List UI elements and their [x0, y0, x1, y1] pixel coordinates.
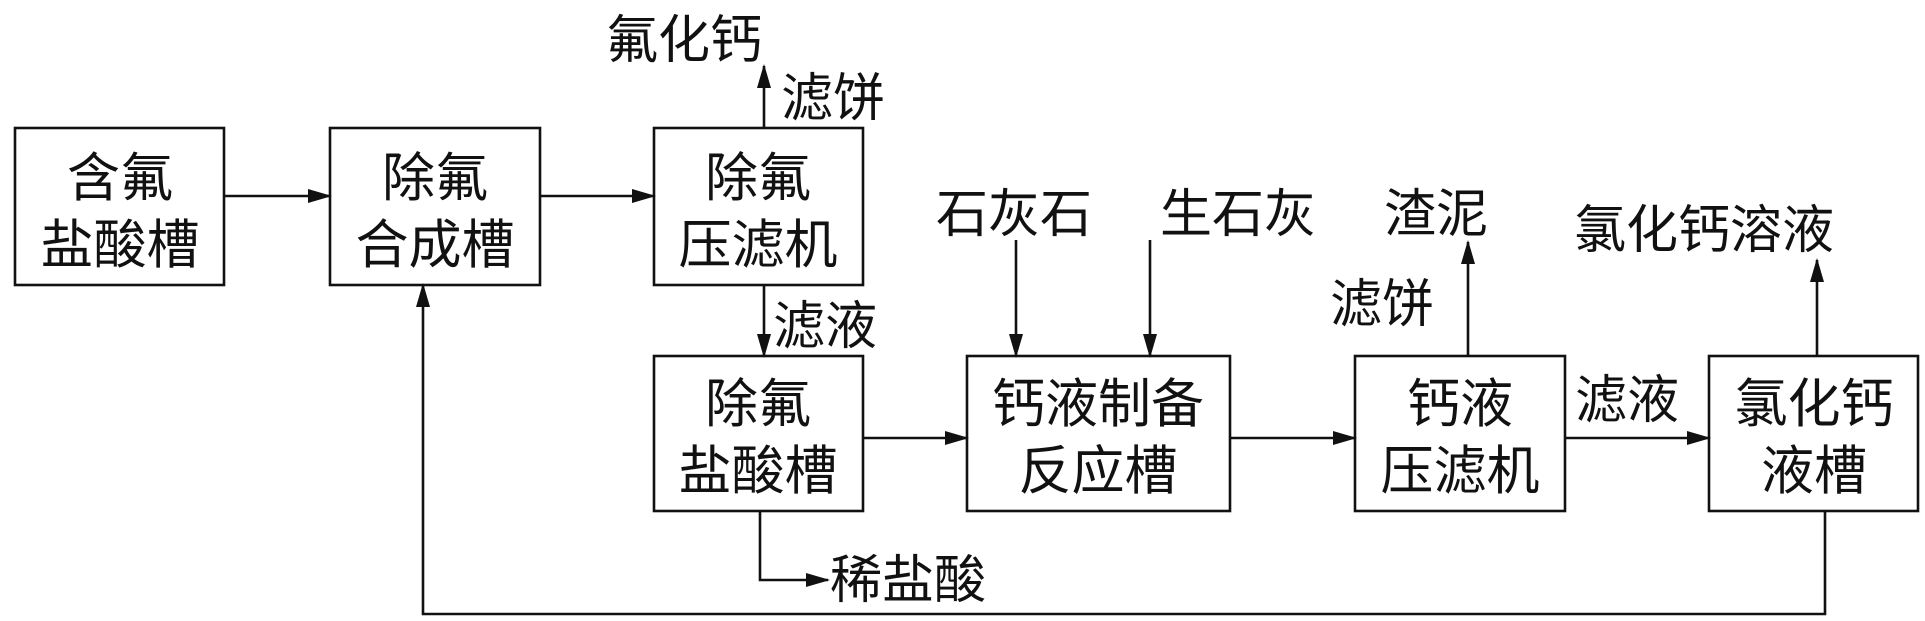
label-limestone: 石灰石: [936, 185, 1092, 245]
edge-dilute-hcl: [758, 511, 830, 587]
node-defluor-filter-press: 除氟 压滤机: [652, 126, 865, 287]
label-filter-cake-1: 滤饼: [781, 69, 885, 129]
node-label-line2: 压滤机: [679, 215, 838, 276]
label-quicklime: 生石灰: [1160, 185, 1316, 245]
node-label-line2: 压滤机: [1381, 441, 1540, 502]
node-label-line1: 除氟: [382, 148, 488, 209]
node-label-line2: 液槽: [1761, 441, 1867, 502]
node-label-line1: 含氟: [67, 148, 173, 209]
node-label-line1: 除氟: [705, 148, 811, 209]
node-defluor-acid-tank: 除氟 盐酸槽: [652, 354, 865, 513]
node-label-line2: 盐酸槽: [679, 441, 838, 502]
node-label-line2: 反应槽: [1019, 441, 1178, 502]
node-label-line1: 氯化钙: [1735, 374, 1894, 435]
label-slag: 渣泥: [1384, 185, 1488, 245]
label-filtrate-2: 滤液: [1575, 371, 1679, 431]
node-ca-filter-press: 钙液 压滤机: [1353, 354, 1567, 513]
edge-recycle-loop: [416, 283, 1827, 616]
node-label-line2: 合成槽: [356, 215, 515, 276]
node-fluorine-acid-tank: 含氟 盐酸槽: [13, 126, 226, 287]
node-label-line1: 钙液: [1407, 374, 1513, 435]
node-label-line1: 除氟: [705, 374, 811, 435]
label-cacl2-solution: 氯化钙溶液: [1574, 201, 1834, 261]
node-defluor-synthesis-tank: 除氟 合成槽: [328, 126, 542, 287]
node-label-line2: 盐酸槽: [41, 215, 200, 276]
node-ca-reactor: 钙液制备 反应槽: [965, 354, 1232, 513]
label-filtrate-1: 滤液: [773, 297, 877, 357]
label-calcium-fluoride: 氟化钙: [606, 11, 762, 71]
node-cacl2-tank: 氯化钙 液槽: [1707, 354, 1920, 513]
node-label-line1: 钙液制备: [992, 374, 1204, 435]
label-filter-cake-2: 滤饼: [1330, 275, 1434, 335]
label-dilute-hcl: 稀盐酸: [830, 551, 986, 611]
